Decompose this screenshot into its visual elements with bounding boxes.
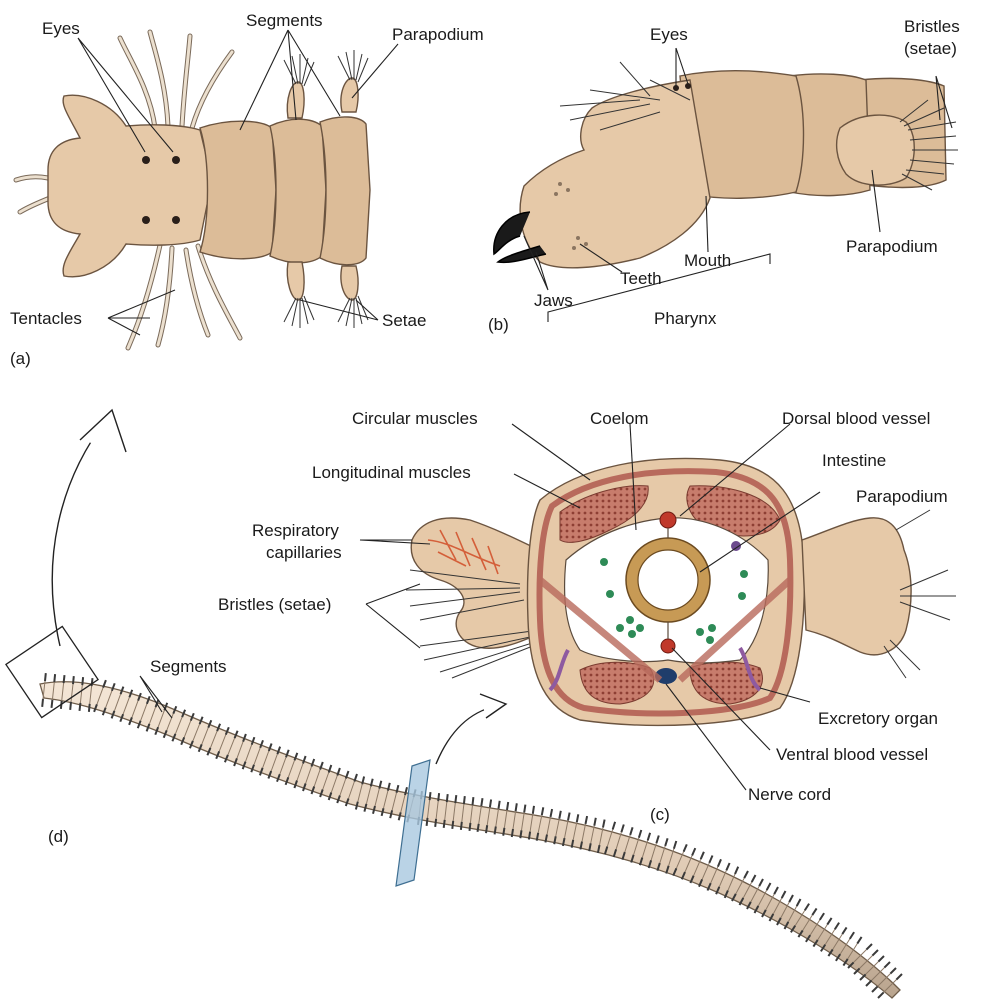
label-bristles-b-2: (setae) [904,39,957,58]
segment-2 [270,119,326,263]
label-eyes-a: Eyes [42,19,80,38]
label-coelom: Coelom [590,409,649,428]
c-right-parapodium [802,518,911,655]
label-jaws-b: Jaws [534,291,573,310]
c-ventral-blood-vessel [661,639,675,653]
label-circular-muscles: Circular muscles [352,409,478,428]
panel-a: Eyes Segments Parapodium Tentacles Setae… [10,11,484,368]
segment-3 [320,117,370,265]
label-respiratory-2: capillaries [266,543,342,562]
label-segments-a: Segments [246,11,323,30]
panel-b: Eyes Bristles (setae) Parapodium Mouth T… [488,17,960,334]
arrow-to-a [52,420,106,646]
eye-1 [142,156,150,164]
label-setae-a: Setae [382,311,426,330]
panel-label-c: (c) [650,805,670,824]
label-mouth-b: Mouth [684,251,731,270]
label-bristles-b-1: Bristles [904,17,960,36]
label-respiratory-1: Respiratory [252,521,339,540]
label-teeth-b: Teeth [620,269,662,288]
segment-1 [200,121,276,259]
panel-label-b: (b) [488,315,509,334]
label-parapodium-a: Parapodium [392,25,484,44]
label-bristles-c: Bristles (setae) [218,595,331,614]
label-longitudinal-muscles: Longitudinal muscles [312,463,471,482]
label-pharynx-b: Pharynx [654,309,717,328]
slice-plane [396,760,430,886]
c-intestine-inner [638,550,698,610]
label-nerve-cord: Nerve cord [748,785,831,804]
label-intestine: Intestine [822,451,886,470]
label-parapodium-c: Parapodium [856,487,948,506]
label-tentacles-a: Tentacles [10,309,82,328]
label-parapodium-b: Parapodium [846,237,938,256]
panel-label-d: (d) [48,827,69,846]
b-pharynx [520,80,710,268]
label-eyes-b: Eyes [650,25,688,44]
label-ventral-blood-vessel: Ventral blood vessel [776,745,928,764]
tentacles-top [120,32,232,128]
c-dorsal-blood-vessel [660,512,676,528]
worm-body [40,682,900,998]
label-dorsal-blood-vessel: Dorsal blood vessel [782,409,930,428]
eye-2 [172,156,180,164]
tentacles-bottom [128,245,240,348]
worm-parapodia-bottom [42,699,883,998]
eye-4 [172,216,180,224]
eye-3 [142,216,150,224]
panel-c: Circular muscles Coelom Dorsal blood ves… [218,409,956,824]
panel-label-a: (a) [10,349,31,368]
label-segments-d: Segments [150,657,227,676]
label-excretory-organ: Excretory organ [818,709,938,728]
